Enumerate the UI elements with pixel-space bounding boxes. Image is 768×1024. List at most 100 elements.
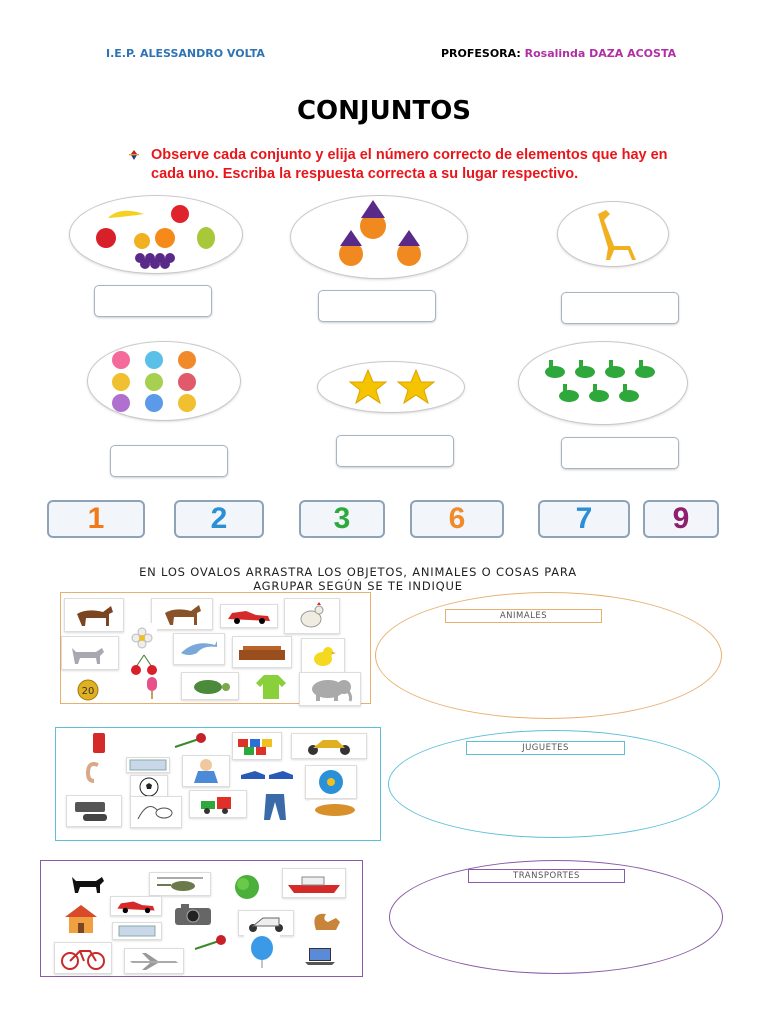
soccer-ball-icon — [139, 777, 159, 797]
teacher-name: Rosalinda DAZA ACOSTA — [524, 47, 677, 60]
answer-box-5[interactable] — [336, 435, 454, 467]
number-tile-1[interactable]: 1 — [47, 500, 145, 538]
teacher-label: PROFESORA: — [441, 47, 521, 60]
squirrel-icon — [314, 913, 340, 930]
answer-box-1[interactable] — [94, 285, 212, 317]
coin-label: 20 — [82, 686, 95, 697]
sofa-item[interactable] — [232, 636, 292, 668]
house-item[interactable] — [58, 902, 104, 936]
cherries-item[interactable] — [122, 653, 166, 677]
red-car-item[interactable] — [110, 896, 162, 916]
blocks-item[interactable] — [232, 732, 282, 760]
dinosaur-icon — [545, 360, 655, 402]
bill-item[interactable] — [126, 757, 170, 773]
drop-oval-juguetes[interactable] — [388, 730, 720, 838]
number-9: 9 — [672, 502, 690, 535]
soda-can-item[interactable] — [84, 730, 114, 756]
popsicle-item[interactable] — [140, 676, 164, 700]
jeans-item[interactable] — [257, 792, 293, 822]
black-cat-item[interactable] — [62, 868, 118, 896]
bicycle-icon — [61, 950, 105, 970]
balloon-item[interactable] — [244, 935, 280, 969]
number-tile-2[interactable]: 2 — [174, 500, 264, 538]
soda-can-icon — [93, 733, 105, 753]
giraffe-icon — [598, 210, 636, 260]
set-stars — [318, 362, 464, 412]
sweater-item[interactable] — [251, 672, 291, 702]
items-group-2 — [55, 727, 381, 841]
horse-item[interactable] — [64, 598, 124, 632]
motorcycle-item[interactable] — [291, 733, 367, 759]
mouse-item[interactable] — [130, 796, 182, 828]
house-icon — [65, 905, 97, 933]
bread-item[interactable] — [310, 800, 360, 820]
lettuce-item[interactable] — [225, 871, 269, 901]
elephant-item[interactable] — [299, 672, 361, 706]
helicopter-icon — [157, 877, 203, 891]
toy-train-icon — [201, 797, 231, 814]
number-7: 7 — [575, 502, 593, 535]
horse-icon — [165, 605, 201, 625]
answer-box-4[interactable] — [110, 445, 228, 477]
airplane-item[interactable] — [124, 948, 184, 974]
ear-icon — [85, 762, 99, 783]
items-group-3 — [40, 860, 363, 977]
dolphin-item[interactable] — [173, 633, 225, 665]
cherries-icon — [131, 654, 157, 675]
elephant-icon — [312, 680, 353, 702]
camera-item[interactable] — [168, 900, 218, 928]
number-tile-5[interactable]: 7 — [538, 500, 630, 538]
number-tile-4[interactable]: 6 — [410, 500, 504, 538]
turtle-item[interactable] — [181, 672, 239, 700]
blocks-icon — [238, 739, 272, 755]
coin-item[interactable]: 20 — [70, 678, 106, 702]
cat-icon — [72, 877, 104, 893]
shoes-item[interactable] — [237, 763, 297, 785]
school-name: I.E.P. ALESSANDRO VOLTA — [106, 47, 265, 60]
flower-icon — [131, 627, 153, 649]
balloon-icon — [251, 936, 273, 968]
answer-box-2[interactable] — [318, 290, 436, 322]
answer-box-6[interactable] — [561, 437, 679, 469]
motorcycle-icon — [308, 740, 350, 755]
set-candies — [88, 342, 240, 420]
ship-item[interactable] — [282, 868, 346, 898]
instruction-text: Observe cada conjunto y elija el número … — [151, 147, 668, 182]
answer-box-3[interactable] — [561, 292, 679, 324]
ear-item[interactable] — [79, 760, 109, 786]
laptop-item[interactable] — [300, 944, 340, 968]
horse-icon — [77, 606, 113, 626]
number-tile-6[interactable]: 9 — [643, 500, 719, 538]
car-item[interactable] — [220, 604, 278, 628]
yoyo-item[interactable] — [305, 765, 357, 799]
drag-instruction-line2: AGRUPAR SEGÚN SE TE INDIQUE — [253, 579, 463, 593]
rose-item[interactable] — [170, 728, 210, 754]
squirrel-item[interactable] — [305, 907, 349, 937]
set-fruits — [70, 196, 242, 273]
sofa-icon — [239, 646, 285, 660]
scooter-item[interactable] — [238, 910, 294, 936]
toy-train-item[interactable] — [189, 790, 247, 818]
banknote-icon — [129, 759, 167, 771]
chick-item[interactable] — [301, 638, 345, 674]
horse-item-2[interactable] — [151, 598, 213, 630]
number-tile-3[interactable]: 3 — [299, 500, 385, 538]
rose-item-2[interactable] — [190, 928, 230, 958]
banknote-item[interactable] — [112, 922, 162, 940]
drop-oval-transportes[interactable] — [389, 860, 723, 974]
soccer-ball-item[interactable] — [130, 775, 168, 799]
game-console-icon — [75, 802, 107, 821]
flower-item[interactable] — [127, 623, 157, 653]
cat-item[interactable] — [61, 636, 119, 670]
teacher-line: PROFESORA: Rosalinda DAZA ACOSTA — [441, 47, 676, 60]
bicycle-item[interactable] — [54, 942, 112, 974]
rooster-item[interactable] — [284, 598, 340, 634]
candy-icon — [112, 351, 196, 412]
drop-oval-animales[interactable] — [375, 592, 722, 719]
doll-item[interactable] — [182, 755, 230, 787]
rose-icon — [174, 733, 206, 748]
number-1: 1 — [87, 502, 105, 535]
helicopter-item[interactable] — [149, 872, 211, 896]
game-console-item[interactable] — [66, 795, 122, 827]
oval-label-juguetes: JUGUETES — [466, 741, 625, 755]
